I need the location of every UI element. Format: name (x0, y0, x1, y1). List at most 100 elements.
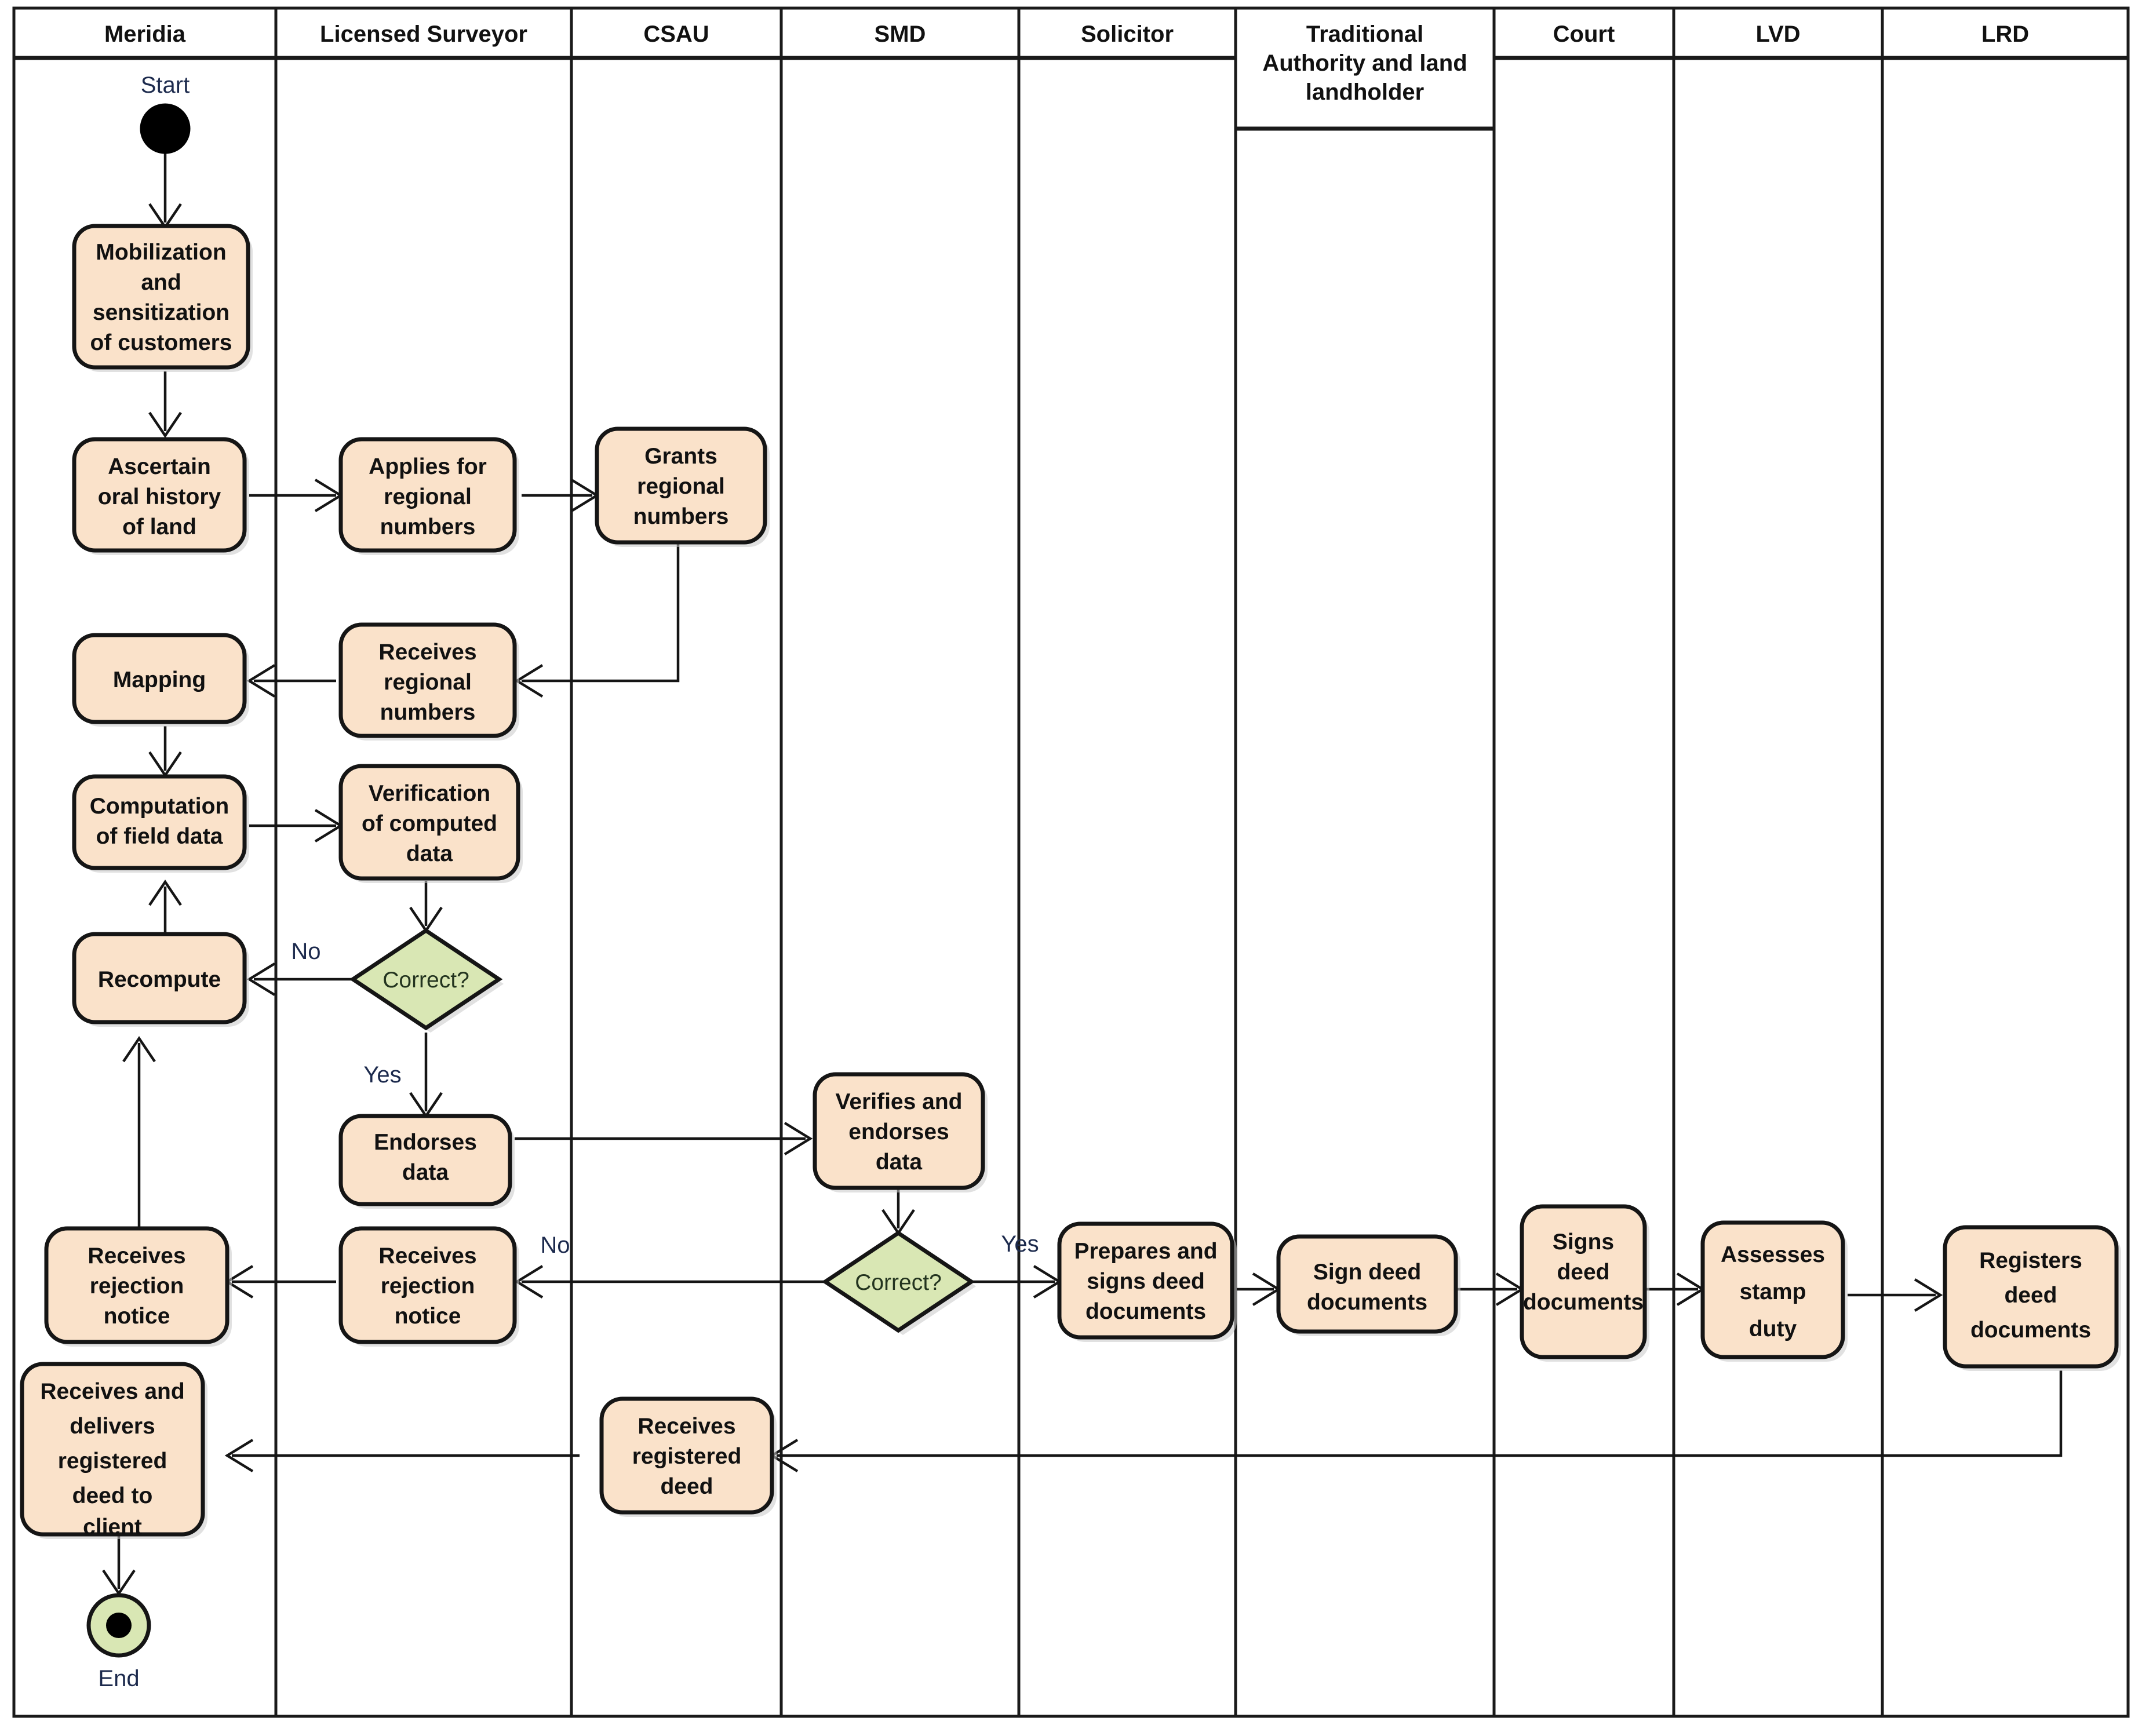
node-signs-deed-documents[interactable]: Signs deed documents (1520, 1204, 1649, 1362)
decision-correct-surveyor[interactable]: Correct? (349, 928, 504, 1033)
activity-box[interactable] (44, 1226, 230, 1344)
node-label-line: regional (384, 484, 472, 509)
guard-label-yes-smd: Yes (1001, 1231, 1039, 1257)
node-label-line: Endorses (374, 1130, 477, 1155)
start-node-group: Start (140, 72, 191, 154)
node-receives-registered-deed[interactable]: Receives registered deed (599, 1396, 777, 1517)
node-label-line: Computation (90, 794, 229, 819)
node-label-line: Signs (1553, 1230, 1614, 1254)
guard-label-no-smd: No (540, 1232, 570, 1258)
arrowhead-n11 (784, 1122, 813, 1155)
node-label-line: deed (660, 1474, 713, 1499)
arrowhead-n2 (148, 411, 182, 439)
activity-box[interactable] (72, 437, 247, 553)
node-label-line: numbers (380, 700, 476, 725)
node-label-line: Receives (378, 640, 476, 665)
node-label-line: Verification (369, 781, 490, 806)
guard-label-no-surveyor: No (291, 939, 320, 964)
node-sign-deed-documents[interactable]: Sign deed documents (1276, 1234, 1460, 1336)
edge-n4-to-n5 (522, 539, 680, 683)
start-node (140, 103, 191, 154)
lane-title-ta-line1: Traditional (1306, 21, 1423, 47)
node-mobilization-and-sensitization-of-customers[interactable]: Mobilization and sensitization of custom… (72, 224, 253, 372)
node-assesses-stamp-duty[interactable]: Assesses stamp duty (1700, 1220, 1848, 1362)
activity-box[interactable] (1700, 1220, 1845, 1359)
activity-box[interactable] (338, 622, 517, 738)
node-computation-of-field-data[interactable]: Computation of field data (72, 774, 249, 873)
lane-title-ta-line3: landholder (1306, 79, 1424, 105)
node-label-line: documents (1970, 1318, 2091, 1343)
activity-box[interactable] (1057, 1221, 1234, 1340)
activity-box[interactable] (599, 1396, 774, 1515)
activity-box[interactable] (1943, 1225, 2119, 1369)
node-registers-deed-documents[interactable]: Registers deed documents (1943, 1225, 2121, 1371)
node-label-line: registered (58, 1449, 167, 1474)
node-label-line: of field data (96, 824, 223, 849)
activity-box[interactable] (338, 1226, 517, 1344)
decision-correct-smd[interactable]: Correct? (821, 1230, 976, 1335)
node-recompute[interactable]: Recompute (72, 932, 249, 1027)
activity-box[interactable] (72, 224, 250, 370)
node-label-line: oral history (98, 484, 221, 509)
node-label-line: Receives (638, 1414, 735, 1439)
node-verification-of-computed-data[interactable]: Verification of computed data (338, 764, 523, 883)
node-receives-and-delivers-registered-deed-to-client[interactable]: Receives and delivers registered deed to… (20, 1362, 207, 1540)
node-label-line: stamp (1740, 1279, 1806, 1304)
node-applies-for-regional-numbers[interactable]: Applies for regional numbers (338, 437, 519, 555)
activity-box[interactable] (20, 1362, 205, 1537)
node-label-line: Verifies and (836, 1089, 963, 1114)
node-label-line: endorses (848, 1119, 949, 1144)
lane-title-traditional-authority: Traditional Authority and land landholde… (1262, 21, 1467, 105)
node-label-line: signs deed (1087, 1269, 1205, 1294)
node-grants-regional-numbers[interactable]: Grants regional numbers (595, 426, 770, 547)
node-label-line: numbers (633, 504, 729, 529)
node-label-line: Prepares and (1074, 1239, 1217, 1264)
activity-box[interactable] (1276, 1234, 1458, 1334)
node-label-line: regional (637, 474, 725, 499)
node-label-line: Recompute (98, 967, 221, 992)
node-receives-rejection-notice-meridia[interactable]: Receives rejection notice (44, 1226, 232, 1347)
node-label-line: data (402, 1160, 449, 1185)
node-label-line: of land (122, 515, 196, 539)
node-label-line: and (141, 270, 181, 295)
decision-diamond[interactable] (821, 1230, 975, 1333)
activity-box[interactable] (1520, 1204, 1647, 1359)
node-receives-regional-numbers[interactable]: Receives regional numbers (338, 622, 519, 741)
node-label-line: rejection (381, 1274, 475, 1299)
activity-box[interactable] (338, 1114, 512, 1206)
node-prepares-and-signs-deed-documents[interactable]: Prepares and signs deed documents (1057, 1221, 1237, 1342)
activity-box[interactable] (72, 774, 247, 870)
activity-box[interactable] (72, 932, 247, 1024)
node-label-line: documents (1307, 1290, 1427, 1315)
lane-header-rules (14, 56, 2128, 131)
node-label-line: regional (384, 670, 472, 695)
node-receives-rejection-notice-surveyor[interactable]: Receives rejection notice (338, 1226, 519, 1347)
activity-box[interactable] (338, 764, 520, 881)
node-label-line: of computed (362, 811, 497, 836)
node-label-line: registered (632, 1444, 742, 1469)
activity-box[interactable] (338, 437, 517, 553)
node-label-line: notice (395, 1304, 461, 1329)
node-label-line: data (406, 841, 453, 866)
end-node-inner-dot (106, 1613, 132, 1638)
node-mapping[interactable]: Mapping (72, 633, 249, 727)
activity-box[interactable] (595, 426, 767, 545)
node-ascertain-oral-history-of-land[interactable]: Ascertain oral history of land (72, 437, 249, 555)
guard-label-yes-surveyor: Yes (363, 1062, 401, 1088)
guard-labels: No Yes Yes No (291, 939, 1039, 1258)
decision-diamond[interactable] (349, 928, 503, 1031)
node-endorses-data[interactable]: Endorses data (338, 1114, 515, 1209)
node-verifies-and-endorses-data[interactable]: Verifies and endorses data (813, 1072, 988, 1192)
lane-title-smd: SMD (875, 21, 926, 47)
node-label-line: Registers (1979, 1248, 2082, 1273)
decision-label: Correct? (382, 968, 469, 993)
node-label-line: Mobilization (96, 240, 226, 265)
activity-box[interactable] (72, 633, 247, 724)
arrowhead-n20 (224, 1439, 254, 1472)
node-label-line: sensitization (93, 300, 230, 325)
lane-title-solicitor: Solicitor (1081, 21, 1174, 47)
lane-title-lrd: LRD (1981, 21, 2029, 47)
node-label-line: duty (1749, 1316, 1797, 1341)
activity-box[interactable] (813, 1072, 985, 1190)
